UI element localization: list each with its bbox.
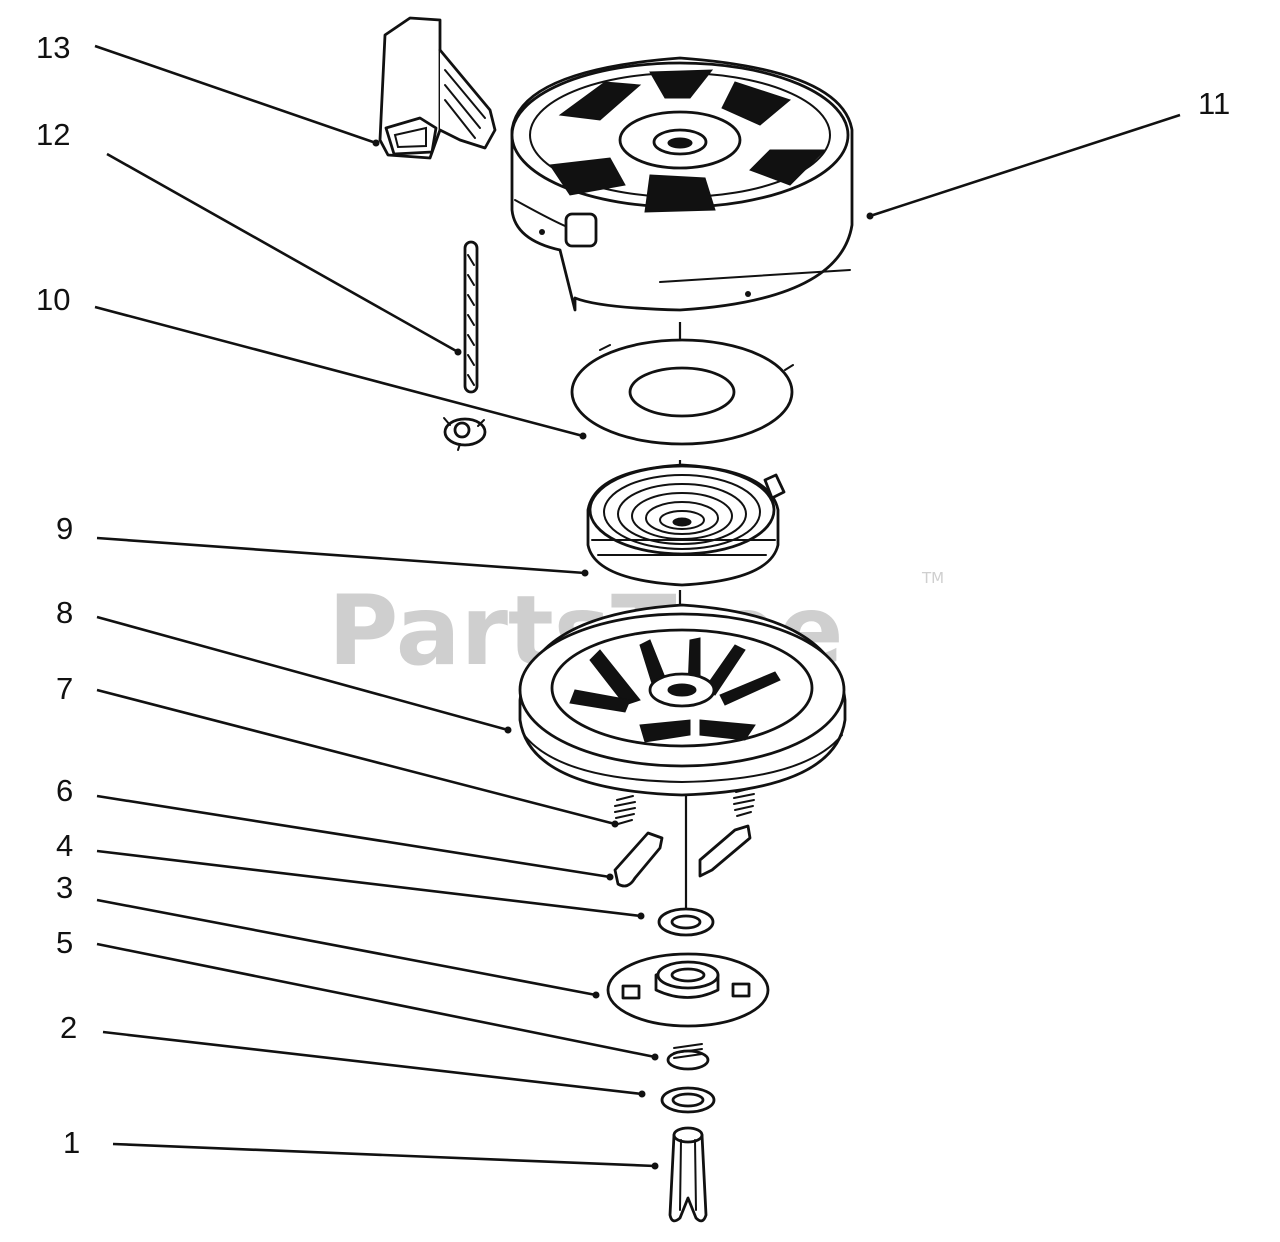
pawl-spring-right-part[interactable] — [733, 787, 755, 817]
leader-lines — [94, 44, 1181, 1170]
starter-rope-part[interactable] — [463, 240, 479, 394]
pawl-spring-left-part[interactable] — [614, 795, 636, 825]
callout-7: 7 — [56, 671, 73, 706]
watermark-trademark: TM — [921, 569, 944, 587]
center-pin-part[interactable] — [668, 1126, 708, 1223]
rope-knot-part[interactable] — [443, 417, 487, 451]
callout-11: 11 — [1198, 86, 1230, 121]
callout-12: 12 — [36, 117, 70, 152]
callout-3: 3 — [56, 870, 73, 905]
callout-labels: 13 12 11 10 9 8 7 6 4 3 5 2 1 — [36, 30, 1230, 1160]
starter-handle-part[interactable] — [378, 16, 497, 160]
retainer-plate-part[interactable] — [606, 952, 770, 1028]
pawl-right-part[interactable] — [698, 824, 752, 878]
callout-13: 13 — [36, 30, 70, 65]
callout-5: 5 — [56, 925, 73, 960]
brake-spring-part[interactable] — [666, 1043, 710, 1071]
washer-plate-part[interactable] — [570, 338, 794, 446]
washer-part[interactable] — [657, 907, 715, 937]
callout-8: 8 — [56, 595, 73, 630]
retaining-ring-part[interactable] — [660, 1086, 716, 1114]
callout-4: 4 — [56, 828, 73, 863]
callout-6: 6 — [56, 773, 73, 808]
callout-1: 1 — [63, 1125, 80, 1160]
pawl-left-part[interactable] — [613, 831, 664, 888]
starter-housing-part[interactable] — [510, 56, 854, 312]
callout-2: 2 — [60, 1010, 77, 1045]
recoil-spring-part[interactable] — [586, 463, 786, 587]
callout-9: 9 — [56, 511, 73, 546]
starter-pulley-part[interactable] — [518, 603, 847, 797]
callout-10: 10 — [36, 282, 70, 317]
